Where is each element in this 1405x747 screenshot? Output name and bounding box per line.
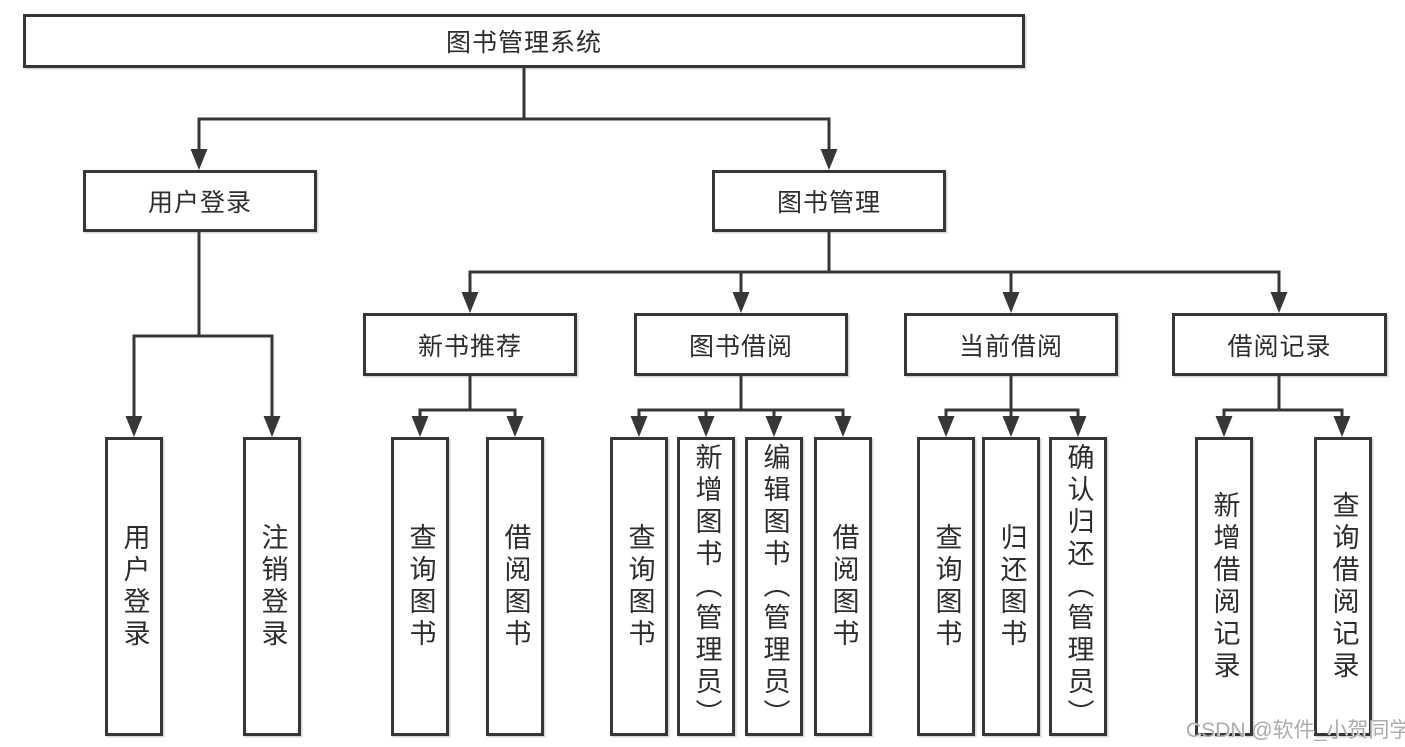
leaf-label: 借阅图书 bbox=[500, 522, 531, 651]
node-current-borrow: 当前借阅 bbox=[904, 313, 1118, 376]
leaf-label: 编辑图书（管理员） bbox=[759, 442, 790, 731]
csdn-watermark: CSDN @软件_小贺同学 bbox=[1186, 719, 1405, 742]
leaf-label: 确认归还（管理员） bbox=[1063, 442, 1094, 731]
arrowhead-query-books-3 bbox=[937, 416, 955, 437]
leaf-label: 用户登录 bbox=[119, 522, 150, 651]
leaf-label: 查询图书 bbox=[624, 522, 655, 651]
arrowhead-leaf-user-login bbox=[125, 416, 143, 437]
arrowhead-user-login bbox=[190, 149, 208, 170]
node-leaf-borrow-books-recommend: 借阅图书 bbox=[486, 437, 544, 736]
arrowhead-confirm-return bbox=[1069, 416, 1087, 437]
node-leaf-query-books-borrow: 查询图书 bbox=[610, 437, 668, 736]
node-leaf-borrow-books: 借阅图书 bbox=[814, 437, 872, 736]
arrowhead-leaf-logout bbox=[263, 416, 281, 437]
node-leaf-logout: 注销登录 bbox=[243, 437, 301, 736]
node-library-management-system: 图书管理系统 bbox=[23, 14, 1025, 68]
node-leaf-query-books-current: 查询图书 bbox=[917, 437, 975, 736]
node-leaf-user-login: 用户登录 bbox=[105, 437, 163, 736]
arrowhead-book-management bbox=[820, 149, 838, 170]
arrowhead-add-borrow-record bbox=[1215, 416, 1233, 437]
leaf-label: 新增图书（管理员） bbox=[691, 442, 722, 731]
arrowhead-edit-books bbox=[765, 416, 783, 437]
leaf-label: 查询图书 bbox=[405, 522, 436, 651]
connector-root-to-level2 bbox=[197, 66, 831, 153]
node-user-login: 用户登录 bbox=[83, 170, 317, 232]
leaf-label: 借阅图书 bbox=[828, 522, 859, 651]
node-book-management: 图书管理 bbox=[712, 170, 946, 232]
arrowhead-query-books-2 bbox=[630, 416, 648, 437]
arrowhead-current-borrow bbox=[1002, 292, 1020, 313]
connector-book-borrow-branch bbox=[637, 374, 845, 421]
arrowhead-borrow-books-1 bbox=[506, 416, 524, 437]
connector-current-borrow-branch bbox=[944, 374, 1080, 421]
connector-user-login-branch bbox=[132, 230, 274, 421]
arrowhead-return-books bbox=[1002, 416, 1020, 437]
leaf-label: 查询借阅记录 bbox=[1328, 490, 1359, 683]
leaf-label: 新增借阅记录 bbox=[1209, 490, 1240, 683]
node-book-borrow: 图书借阅 bbox=[634, 313, 848, 376]
arrowhead-new-book-recommend bbox=[461, 292, 479, 313]
node-leaf-edit-books-admin: 编辑图书（管理员） bbox=[745, 437, 803, 736]
connector-new-book-recommend-branch bbox=[418, 374, 517, 421]
node-leaf-return-books: 归还图书 bbox=[982, 437, 1040, 736]
leaf-label: 注销登录 bbox=[257, 522, 288, 651]
node-leaf-add-borrow-record: 新增借阅记录 bbox=[1195, 437, 1253, 736]
node-leaf-query-borrow-record: 查询借阅记录 bbox=[1314, 437, 1372, 736]
node-leaf-add-books-admin: 新增图书（管理员） bbox=[677, 437, 735, 736]
arrowhead-book-borrow bbox=[732, 292, 750, 313]
arrowhead-borrow-records bbox=[1270, 292, 1288, 313]
leaf-label: 查询图书 bbox=[931, 522, 962, 651]
leaf-label: 归还图书 bbox=[996, 522, 1027, 651]
node-leaf-query-books-recommend: 查询图书 bbox=[391, 437, 449, 736]
connector-borrow-records-branch bbox=[1222, 374, 1344, 421]
arrowhead-add-books bbox=[697, 416, 715, 437]
node-borrow-records: 借阅记录 bbox=[1172, 313, 1387, 376]
connector-book-management-branch bbox=[468, 230, 1281, 297]
arrowhead-query-borrow-record bbox=[1333, 416, 1351, 437]
node-leaf-confirm-return-admin: 确认归还（管理员） bbox=[1049, 437, 1107, 736]
arrowhead-query-books-1 bbox=[411, 416, 429, 437]
arrowhead-borrow-books-2 bbox=[834, 416, 852, 437]
node-new-book-recommend: 新书推荐 bbox=[363, 313, 577, 376]
